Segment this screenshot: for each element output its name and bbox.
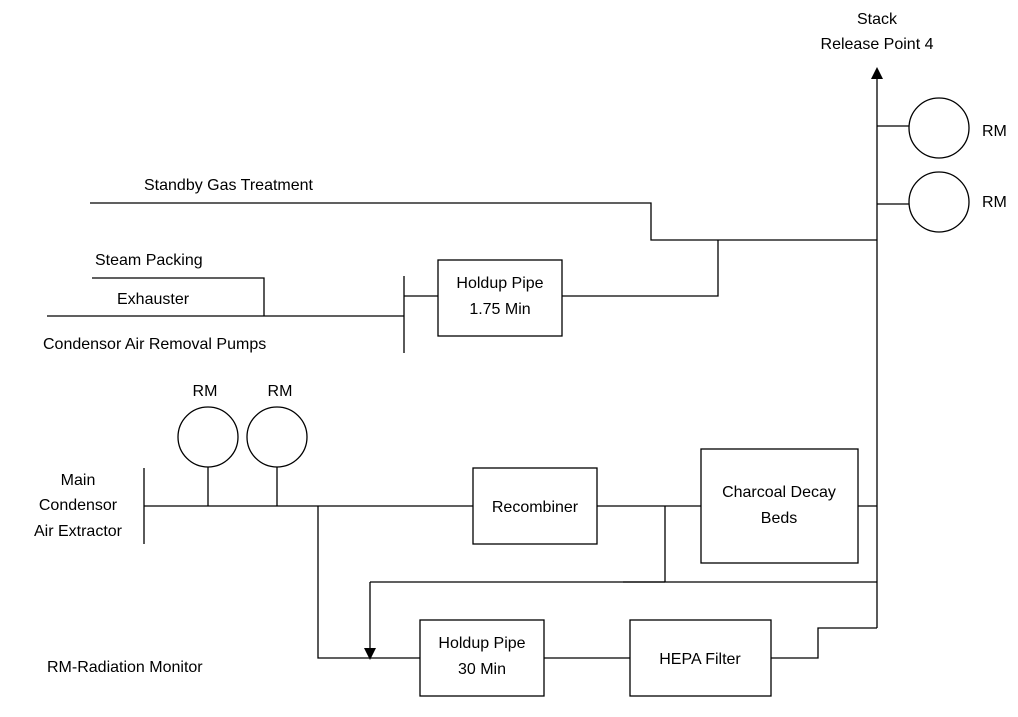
charcoal-label-line1: Charcoal Decay xyxy=(722,484,836,501)
holdup-pipe-175-box xyxy=(437,259,563,337)
standby-gas-label: Standby Gas Treatment xyxy=(144,177,314,194)
stack-arrow-head xyxy=(871,67,883,79)
holdup-pipe-30-label-line1: Holdup Pipe xyxy=(438,635,525,652)
hepa-to-stack-line xyxy=(771,627,877,659)
exhauster-label: Exhauster xyxy=(117,291,190,308)
hepa-filter-label: HEPA Filter xyxy=(659,651,741,668)
steam-packing-label: Steam Packing xyxy=(95,252,203,269)
steam-packing-line xyxy=(92,277,265,316)
charcoal-decay-beds-box xyxy=(700,448,859,564)
legend-rm-definition: RM-Radiation Monitor xyxy=(47,659,203,676)
holdup-pipe-30-label-line2: 30 Min xyxy=(458,661,506,678)
stack-rm-2-label: RM xyxy=(982,194,1007,211)
recombiner-box xyxy=(472,467,598,545)
holdup-pipe-30-box xyxy=(419,619,545,697)
hepa-filter-box xyxy=(629,619,772,697)
main-rm-2-label: RM xyxy=(268,383,293,400)
holdup-175-to-stack-line xyxy=(562,240,719,297)
main-condensor-label-line1: Main xyxy=(61,472,96,489)
main-rm-1-label: RM xyxy=(193,383,218,400)
holdup-pipe-175-label-line1: Holdup Pipe xyxy=(456,275,543,292)
main-radiation-monitor-1 xyxy=(177,406,239,468)
main-condensor-label-line2: Condensor xyxy=(39,497,118,514)
stack-label-line1: Stack xyxy=(857,11,898,28)
stack-rm-1-label: RM xyxy=(982,123,1007,140)
stack-radiation-monitor-1 xyxy=(908,97,970,159)
main-condensor-label-line3: Air Extractor xyxy=(34,523,123,540)
recombiner-label: Recombiner xyxy=(492,499,579,516)
charcoal-label-line2: Beds xyxy=(761,510,797,527)
main-radiation-monitor-2 xyxy=(246,406,308,468)
condensor-air-removal-label: Condensor Air Removal Pumps xyxy=(43,336,266,353)
bypass-arrow-head xyxy=(364,648,376,660)
stack-radiation-monitor-2 xyxy=(908,171,970,233)
holdup-pipe-175-label-line2: 1.75 Min xyxy=(469,301,530,318)
standby-gas-line xyxy=(90,202,877,241)
stack-label-line2: Release Point 4 xyxy=(821,36,934,53)
main-to-holdup-30-line xyxy=(317,506,420,659)
